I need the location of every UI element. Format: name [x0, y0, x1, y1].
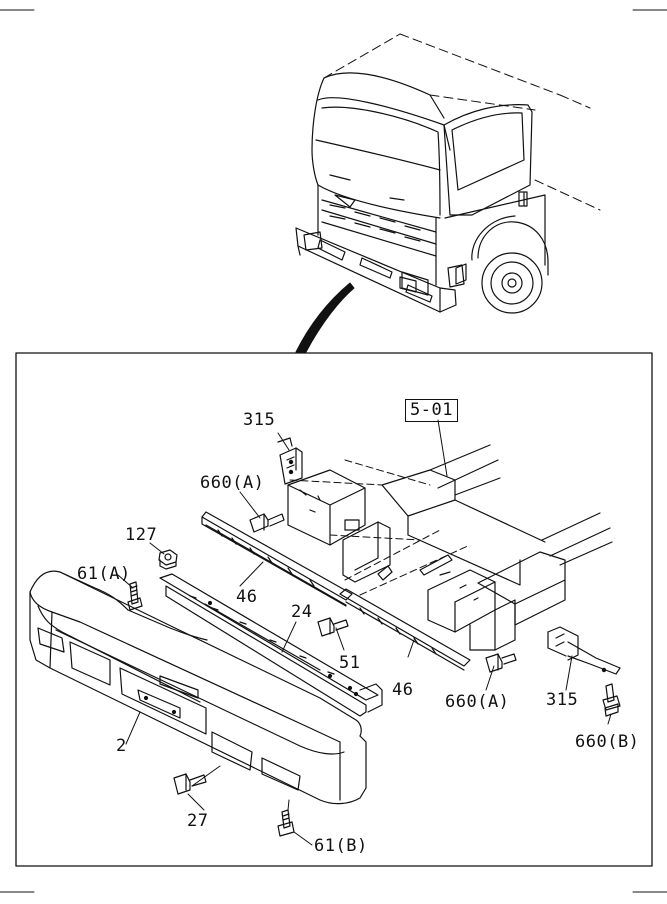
callout-61b: 61(B) [314, 836, 368, 856]
callout-660b: 660(B) [575, 732, 640, 752]
callout-24: 24 [291, 602, 313, 622]
callout-660a-bottom: 660(A) [445, 692, 510, 712]
bracket-315-top [278, 433, 302, 484]
callout-2: 2 [116, 736, 127, 756]
callout-27: 27 [187, 811, 209, 831]
reference-box-5-01: 5-01 [405, 399, 458, 422]
bolt-27 [174, 766, 220, 810]
bolt-660a-top [240, 492, 284, 532]
bolt-61a [118, 575, 142, 610]
callout-46-right: 46 [392, 680, 414, 700]
bolt-660b [603, 684, 620, 724]
leader-5-01 [438, 420, 447, 476]
mounting-bar-46-right [340, 589, 470, 670]
page-corner-marks [0, 10, 667, 892]
bracket-315-right [548, 627, 620, 690]
mounting-bar-46-left [202, 512, 352, 606]
truck-overview-illustration [296, 34, 600, 313]
bolt-61b [278, 800, 312, 845]
callout-660a-top: 660(A) [200, 473, 265, 493]
bolt-660a-bottom [486, 654, 516, 690]
zoom-pointer [296, 283, 354, 352]
frame-rails [288, 445, 612, 650]
detail-frame [16, 353, 652, 866]
callout-61a: 61(A) [77, 564, 131, 584]
callout-315-top: 315 [243, 410, 276, 430]
callout-315-right: 315 [546, 690, 579, 710]
bolt-51 [318, 618, 348, 650]
stay-bracket-24 [160, 574, 382, 716]
front-bumper-2 [30, 571, 366, 804]
callout-46-left: 46 [236, 587, 258, 607]
callout-51: 51 [339, 653, 361, 673]
callout-127: 127 [125, 525, 158, 545]
nut-127 [150, 543, 177, 569]
